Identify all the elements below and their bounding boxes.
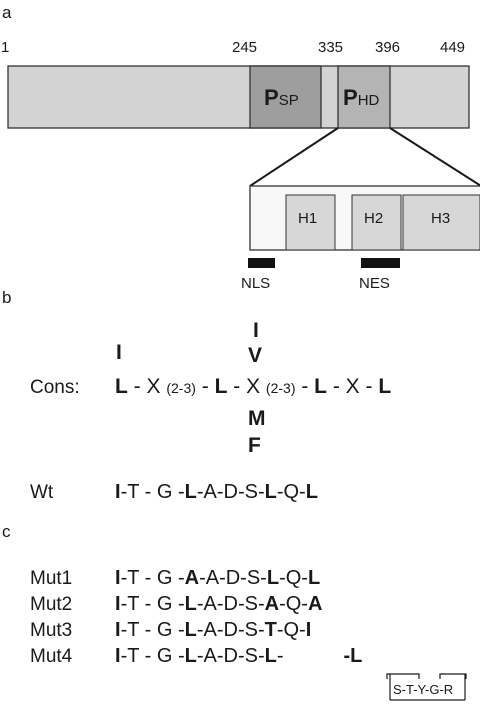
panel-label-b: b (2, 288, 11, 307)
consensus-sequence: L - X (2-3) - L - X (2-3) - L - X - L (115, 375, 391, 398)
consensus-alt-residue-5: F (248, 434, 261, 457)
mutant-rows: Mut1 I-T - G -A-A-D-S-L-Q-L Mut2 I-T - G… (30, 567, 467, 701)
consensus-alt-residue-1: I (116, 341, 122, 364)
psp-label: PSP (264, 85, 299, 110)
zoom-line-right (389, 127, 480, 187)
mutant-sequence-4: I-T - G -L-A-D-S-L--L (115, 645, 362, 667)
consensus-alt-residue-4: M (248, 407, 266, 430)
insertion-sequence: S-T-Y-G-R (393, 682, 453, 697)
helix-h3-label: H3 (431, 210, 450, 227)
wildtype-label: Wt (30, 482, 54, 503)
nes-bar (361, 258, 400, 268)
helix-h3-box (402, 194, 480, 251)
position-label-335: 335 (318, 39, 343, 56)
position-label-396: 396 (375, 39, 400, 56)
mutant-label-4: Mut4 (30, 646, 73, 667)
position-label-1: 1 (1, 39, 9, 56)
consensus-label: Cons: (30, 377, 80, 398)
psp-domain (249, 65, 322, 129)
consensus-alt-residue-3: V (248, 344, 262, 367)
nls-label: NLS (241, 275, 270, 292)
position-label-245: 245 (232, 39, 257, 56)
wildtype-row: Wt I-T - G -L-A-D-S-L-Q-L (30, 481, 318, 503)
mutant-sequence-2: I-T - G -L-A-D-S-A-Q-A (115, 593, 322, 615)
nls-bar (248, 258, 275, 268)
phd-label: PHD (343, 85, 380, 110)
protein-bar (7, 65, 470, 129)
mutant-label-3: Mut3 (30, 620, 72, 641)
protein-schematic: 1 245 335 396 449 PSP PHD H1 H2 H3 NLS N… (1, 39, 480, 292)
insertion-bracket (386, 673, 467, 701)
panel-label-a: a (2, 3, 12, 22)
position-label-449: 449 (440, 39, 465, 56)
panel-label-c: c (2, 522, 11, 541)
helix-h2-box (351, 194, 402, 251)
mutant-label-1: Mut1 (30, 568, 72, 589)
mutant-sequence-3: I-T - G -L-A-D-S-T-Q-I (115, 619, 311, 641)
wildtype-sequence: I-T - G -L-A-D-S-L-Q-L (115, 481, 318, 503)
zoom-line-left (249, 127, 339, 187)
mutant-sequence-1: I-T - G -A-A-D-S-L-Q-L (115, 567, 320, 589)
phd-domain (337, 65, 391, 129)
mutant-label-2: Mut2 (30, 594, 72, 615)
consensus-block: I I V Cons: L - X (2-3) - L - X (2-3) - … (30, 319, 391, 457)
helix-h2-label: H2 (364, 210, 383, 227)
helix-h1-box (285, 194, 336, 251)
helix-h1-label: H1 (298, 210, 317, 227)
consensus-alt-residue-2: I (253, 319, 259, 342)
nes-label: NES (359, 275, 390, 292)
